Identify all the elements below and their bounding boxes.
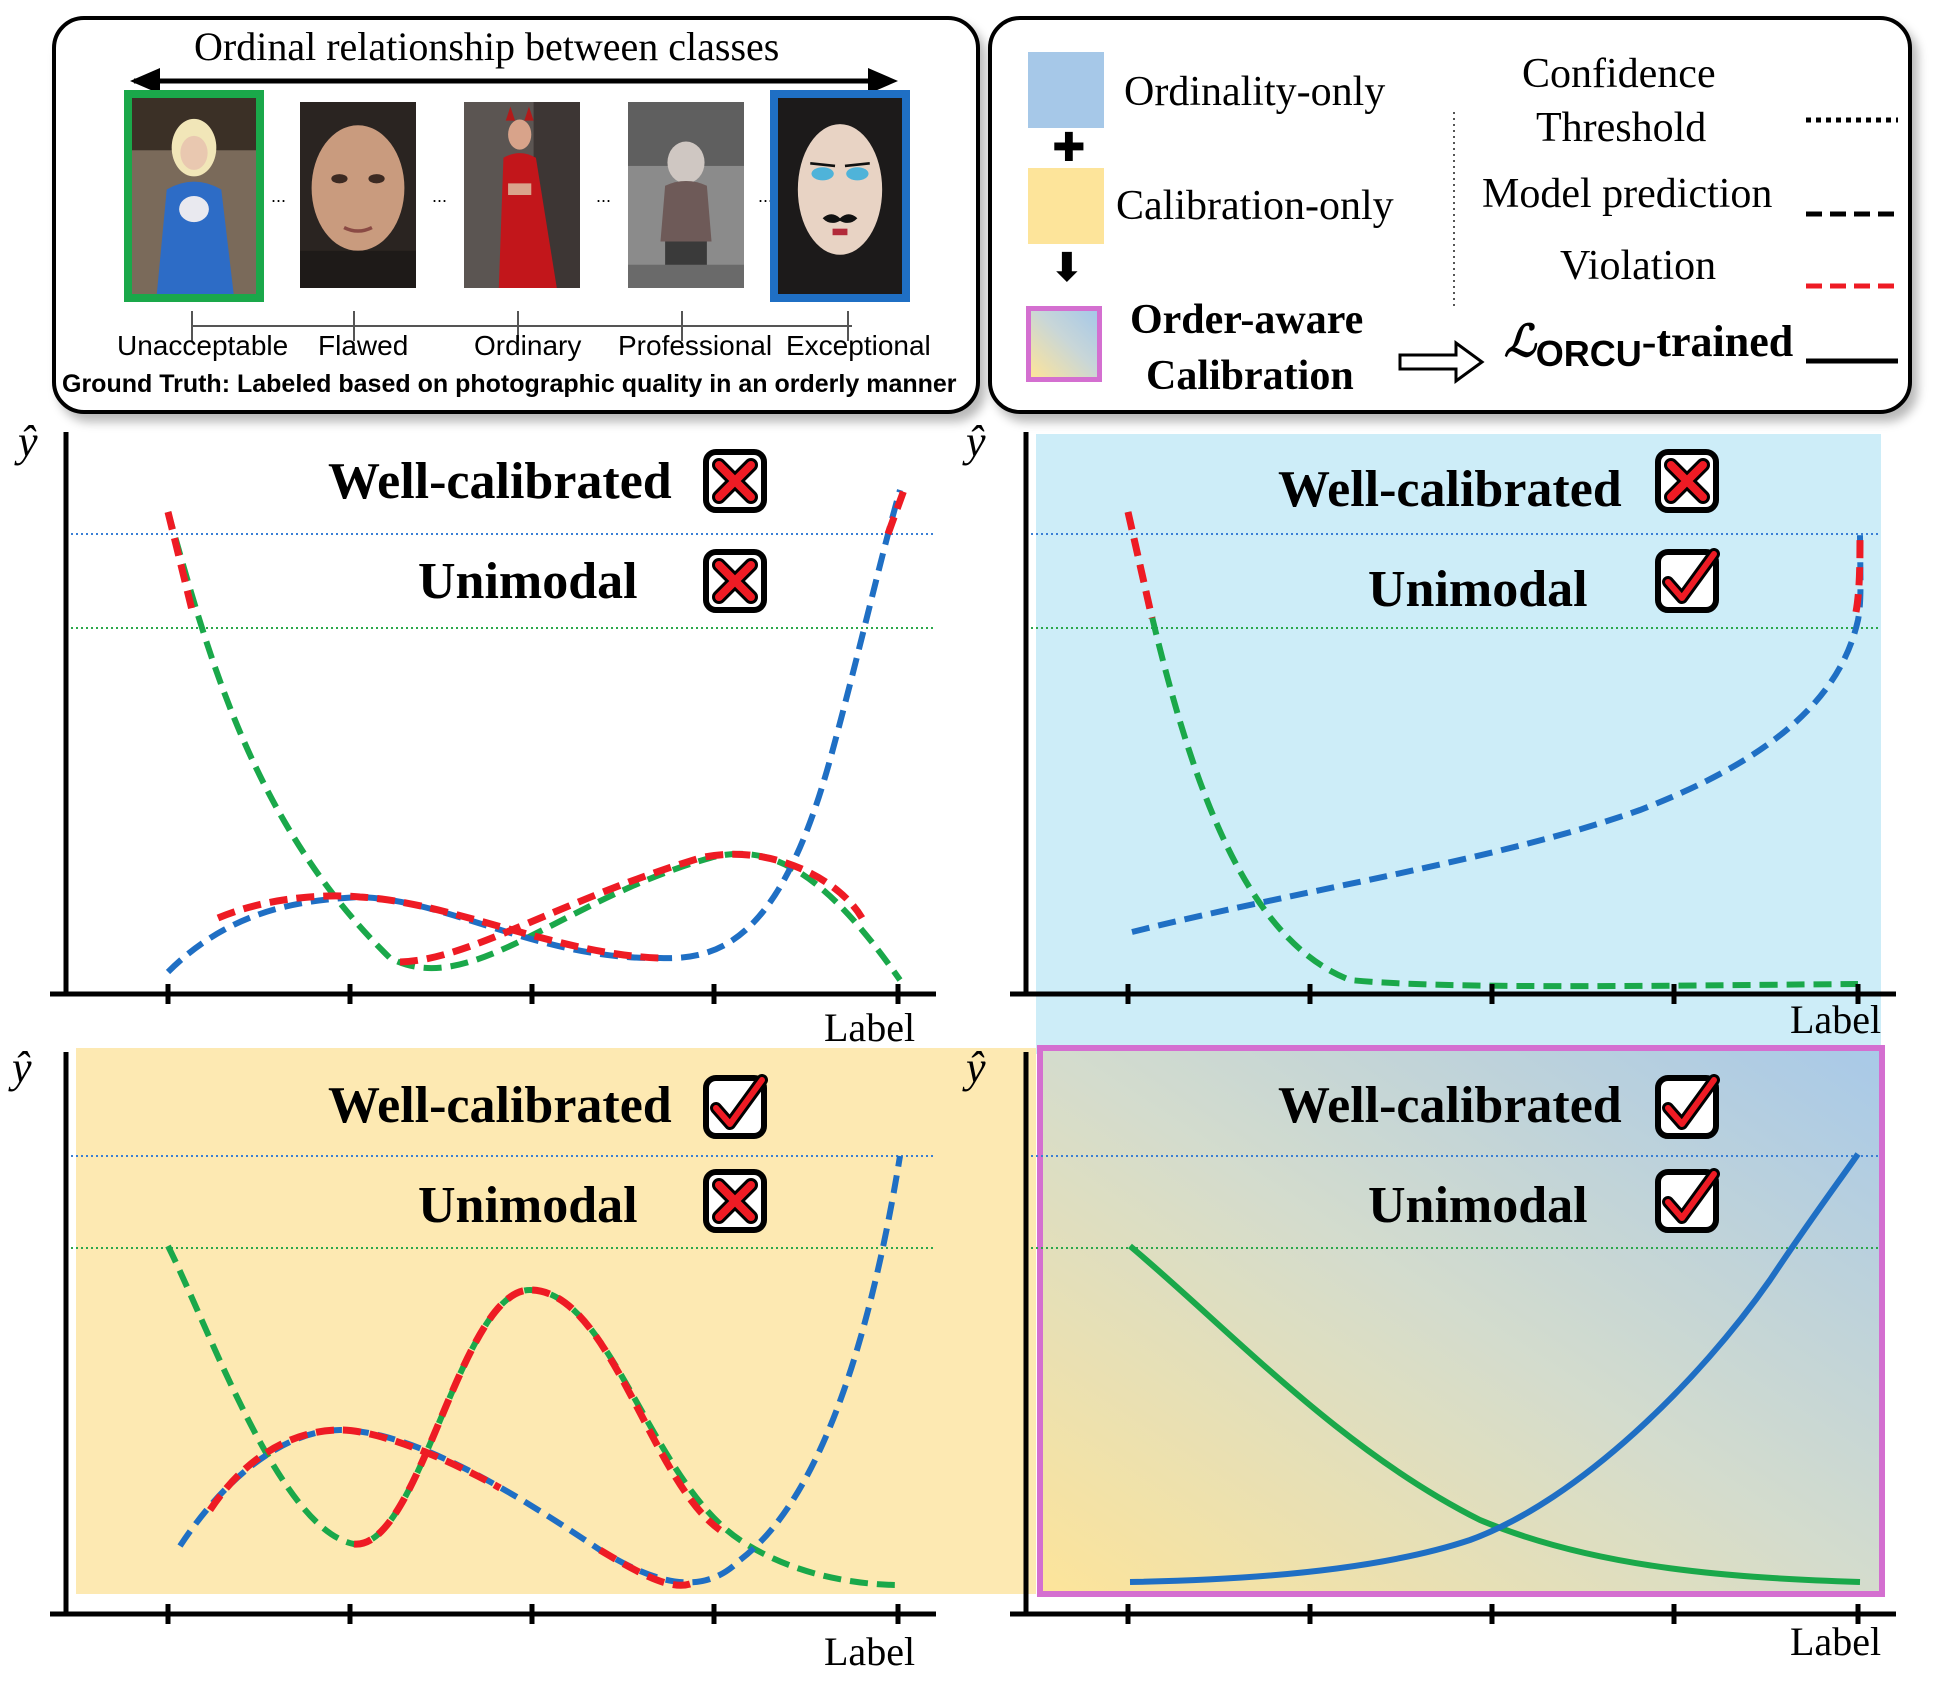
down-arrow-icon: ⬇ bbox=[1050, 246, 1084, 290]
orcu-trained-label: ℒORCU-trained bbox=[1504, 316, 1793, 375]
unimodal-mark-top-left bbox=[702, 548, 768, 614]
order-aware-swatch bbox=[1026, 306, 1102, 382]
unimodal-label-top-left: Unimodal bbox=[418, 553, 638, 610]
y-axis-label-top-right: ŷ bbox=[966, 417, 986, 466]
photo-ordinary bbox=[464, 102, 580, 288]
cross-icon bbox=[703, 449, 767, 513]
x-axis-label-top-left: Label bbox=[824, 1005, 916, 1050]
legend-box: Ordinality-only ✚ Calibration-only ⬇ Ord… bbox=[988, 16, 1912, 414]
photo-unacceptable bbox=[124, 90, 264, 302]
class-examples-box: Ordinal relationship between classes ... bbox=[52, 16, 980, 414]
panel-bottom-left bbox=[50, 1052, 936, 1624]
ordinality-swatch bbox=[1028, 52, 1104, 128]
unimodal-mark-top-right bbox=[1654, 548, 1720, 614]
portrait-image-4 bbox=[628, 102, 744, 288]
ordinal-title: Ordinal relationship between classes bbox=[188, 24, 786, 70]
green-prediction-curve bbox=[1125, 511, 1859, 990]
portrait-image-1 bbox=[132, 98, 256, 294]
portrait-image-2 bbox=[300, 102, 416, 288]
cross-icon bbox=[703, 549, 767, 613]
bottom-left-background bbox=[76, 1048, 1036, 1594]
checkmark-icon bbox=[703, 1074, 768, 1139]
ellipsis-4: ... bbox=[758, 186, 774, 206]
violation-green-start bbox=[1124, 511, 1156, 619]
ordinality-label: Ordinality-only bbox=[1124, 69, 1386, 115]
violation-blue-middle bbox=[216, 892, 661, 962]
orcu-symbol: ℒ bbox=[1504, 317, 1536, 366]
x-axis-label-top-right: Label bbox=[1790, 997, 1882, 1042]
ground-truth-caption: Ground Truth: Labeled based on photograp… bbox=[62, 370, 957, 398]
violation-blue-left bbox=[207, 1426, 502, 1512]
unimodal-mark-bottom-left bbox=[702, 1168, 768, 1234]
plus-icon: ✚ bbox=[1052, 126, 1086, 170]
class-label-ordinary: Ordinary bbox=[474, 330, 582, 361]
well-calibrated-mark-top-right bbox=[1654, 448, 1720, 514]
y-axis-label-top-left: ŷ bbox=[18, 417, 38, 466]
portrait-image-3 bbox=[464, 102, 580, 288]
checkmark-icon bbox=[1655, 1168, 1720, 1233]
unimodal-mark-bottom-right bbox=[1654, 1168, 1720, 1234]
violation-blue-middle bbox=[598, 1546, 692, 1589]
violation-green-start bbox=[164, 511, 196, 611]
orcu-subscript: ORCU bbox=[1535, 332, 1642, 374]
ellipsis-2: ... bbox=[432, 186, 448, 206]
panel-top-left bbox=[50, 432, 936, 1004]
confidence-label-line1: Confidence bbox=[1522, 51, 1716, 97]
violation-label: Violation bbox=[1560, 243, 1717, 289]
class-label-exceptional: Exceptional bbox=[786, 330, 931, 361]
cross-icon bbox=[703, 1169, 767, 1233]
x-axis-label-bottom-left: Label bbox=[824, 1629, 916, 1674]
legend-lines bbox=[1398, 112, 1898, 384]
green-prediction-curve bbox=[1128, 1243, 1861, 1585]
calibration-label: Calibration-only bbox=[1116, 183, 1394, 229]
ellipsis-3: ... bbox=[596, 186, 612, 206]
confidence-label-line2: Threshold bbox=[1536, 105, 1707, 151]
blue-prediction-curve bbox=[165, 489, 903, 975]
photo-flawed bbox=[300, 102, 416, 288]
panel-top-right bbox=[1010, 432, 1896, 1004]
top-right-background bbox=[1036, 434, 1881, 1054]
violation-blue-end bbox=[1852, 533, 1864, 613]
well-calibrated-label-bottom-left: Well-calibrated bbox=[328, 1077, 672, 1134]
portrait-image-5 bbox=[778, 98, 902, 294]
class-label-unacceptable: Unacceptable bbox=[117, 330, 289, 361]
checkmark-icon bbox=[1655, 1074, 1720, 1139]
orcu-suffix: -trained bbox=[1641, 317, 1794, 366]
class-label-professional: Professional bbox=[618, 330, 773, 361]
photo-exceptional bbox=[770, 90, 910, 302]
y-axis-label-bottom-right: ŷ bbox=[966, 1043, 986, 1092]
order-aware-label-line1: Order-aware bbox=[1130, 297, 1364, 343]
panel-bottom-right bbox=[1010, 1052, 1896, 1624]
checkmark-icon bbox=[1655, 548, 1720, 613]
well-calibrated-label-top-left: Well-calibrated bbox=[328, 453, 672, 510]
unimodal-label-bottom-left: Unimodal bbox=[418, 1177, 638, 1234]
class-label-flawed: Flawed bbox=[318, 330, 409, 361]
blue-prediction-curve bbox=[1131, 533, 1864, 935]
well-calibrated-mark-bottom-left bbox=[702, 1074, 768, 1140]
x-axis-label-bottom-right: Label bbox=[1790, 1619, 1882, 1664]
well-calibrated-label-top-right: Well-calibrated bbox=[1278, 461, 1622, 518]
ordinal-arrow bbox=[130, 68, 898, 341]
model-prediction-label: Model prediction bbox=[1482, 171, 1773, 217]
violation-blue-end bbox=[884, 488, 908, 536]
y-axis-label-bottom-left: ŷ bbox=[12, 1043, 32, 1092]
violation-green-middle bbox=[353, 1286, 723, 1548]
photo-professional bbox=[628, 102, 744, 288]
violation-green-middle bbox=[399, 850, 866, 966]
well-calibrated-mark-top-left bbox=[702, 448, 768, 514]
ellipsis-1: ... bbox=[271, 186, 287, 206]
unimodal-label-top-right: Unimodal bbox=[1368, 561, 1588, 618]
blue-prediction-curve bbox=[1129, 1152, 1861, 1585]
calibration-swatch bbox=[1028, 168, 1104, 244]
cross-icon bbox=[1655, 449, 1719, 513]
order-aware-label-line2: Calibration bbox=[1146, 353, 1354, 399]
well-calibrated-mark-bottom-right bbox=[1654, 1074, 1720, 1140]
well-calibrated-label-bottom-right: Well-calibrated bbox=[1278, 1077, 1622, 1134]
unimodal-label-bottom-right: Unimodal bbox=[1368, 1177, 1588, 1234]
